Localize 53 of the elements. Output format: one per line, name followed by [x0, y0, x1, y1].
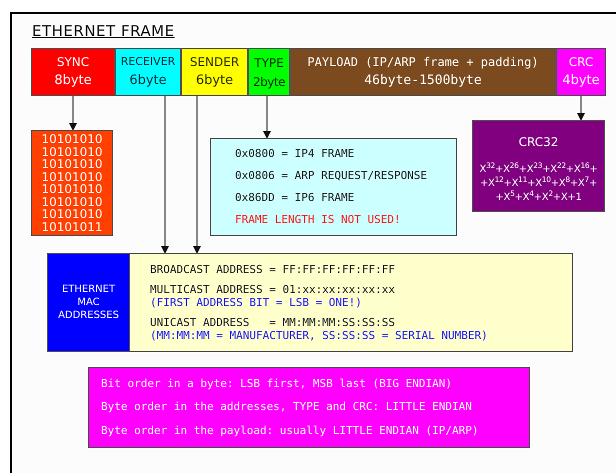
- node-text: 10101010: [41, 133, 103, 146]
- node-text: 0x0800 = IP4 FRAME: [235, 146, 356, 162]
- node-text: 10101010: [41, 208, 103, 220]
- node-text: (FIRST ADDRESS BIT = LSB = ONE!): [150, 296, 363, 309]
- node-text: 10101010: [41, 196, 103, 208]
- mac-addresses-box: [47, 253, 130, 352]
- node-text: 8byte: [54, 72, 92, 90]
- title: ETHERNET FRAME: [32, 21, 175, 42]
- crc-field: [556, 48, 606, 96]
- sync-field: [31, 48, 115, 96]
- node-text: (MM:MM:MM = MANUFACTURER, SS:SS:SS = SERIAL NUMBER): [150, 329, 489, 342]
- node-text: ETHERNET MAC ADDRESSES: [57, 283, 120, 322]
- arrow: [577, 96, 585, 121]
- node-text: Bit order in a byte: LSB first, MSB last (BIG ENDIAN): [101, 376, 453, 392]
- node-text: 10101010: [41, 183, 103, 196]
- node-text: Byte order in the addresses, TYPE and CRC: LITTLE ENDIAN: [101, 399, 473, 416]
- arrow: [263, 96, 271, 139]
- node-text: 0x0806 = ARP REQUEST/RESPONSE: [235, 168, 428, 184]
- node-text: UNICAST ADDRESS = MM:MM:MM:SS:SS:SS: [150, 316, 396, 329]
- address-types-box: [130, 253, 573, 352]
- type-field: [248, 48, 290, 96]
- node-text: 6byte: [129, 72, 167, 90]
- arrow: [193, 96, 201, 254]
- arrow: [69, 96, 77, 131]
- node-text: 10101010: [41, 158, 103, 170]
- sender-field: [181, 48, 248, 96]
- node-text: 10101011: [41, 220, 103, 233]
- node-text: MULTICAST ADDRESS = 01:xx:xx:xx:xx:xx: [150, 283, 396, 296]
- sync-bits-box: [31, 130, 113, 236]
- node-text: TYPE: [254, 54, 284, 72]
- node-text: 2byte: [253, 74, 285, 90]
- node-text: SENDER: [190, 54, 240, 72]
- node-text: BROADCAST ADDRESS = FF:FF:FF:FF:FF:FF: [150, 263, 396, 276]
- payload-field: [290, 48, 556, 96]
- node-text: PAYLOAD (IP/ARP frame + padding): [307, 54, 539, 72]
- receiver-field: [115, 48, 181, 96]
- node-text: RECEIVER: [120, 54, 176, 70]
- byte-order-box: [88, 367, 530, 448]
- node-text: 4byte: [562, 72, 600, 90]
- node-text: 10101010: [41, 170, 103, 183]
- node-text: 0x86DD = IP6 FRAME: [235, 190, 356, 206]
- node-text: X$^{32}$+X$^{26}$+X$^{23}$+X$^{22}$+X$^{16}$+ +X$^{12}$+X$^{11}$+X$^{10}$+X$^{8}$+X$^{7}$+ +X$^{5}$+X$^{4}$+X$^{2}$+X+1: [478, 163, 598, 205]
- node-text: Byte order in the payload: usually LITTLE ENDIAN (IP/ARP): [101, 422, 480, 439]
- arrow: [161, 96, 169, 254]
- node-text: 6byte: [196, 72, 234, 90]
- node-text: CRC: [568, 54, 594, 72]
- node-text: SYNC: [56, 54, 90, 72]
- node-text: FRAME LENGTH IS NOT USED!: [235, 212, 402, 228]
- node-text: CRC32: [518, 134, 558, 151]
- node-text: 46byte-1500byte: [364, 72, 482, 90]
- node-text: 10101010: [41, 146, 103, 158]
- type-values-box: [210, 138, 457, 236]
- crc32-box: [472, 120, 605, 212]
